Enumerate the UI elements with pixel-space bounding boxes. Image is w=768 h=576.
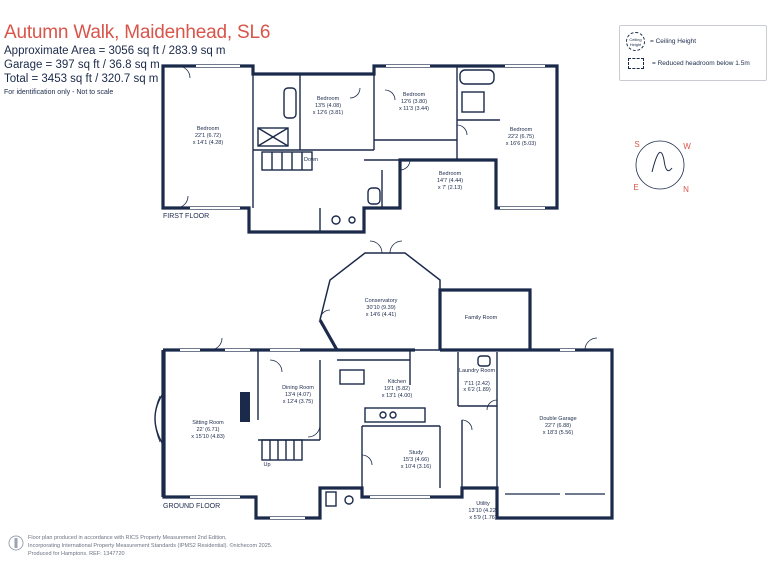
room-study: Study 15'3 (4.66) x 10'4 (3.16) [401,450,432,470]
ceiling-height-icon: Ceiling Height [626,32,645,51]
svg-text:x 12'6 (3.81): x 12'6 (3.81) [313,110,344,116]
page-title: Autumn Walk, Maidenhead, SL6 [4,22,271,43]
svg-text:Study: Study [409,450,423,456]
footer: Floor plan produced in accordance with R… [28,534,388,558]
reduced-headroom-icon [628,58,644,69]
room-sitting-room: Sitting Room 22' (6.71) x 15'10 (4.83) [191,420,225,440]
monogram-icon [651,151,673,173]
svg-text:13'10 (4.22): 13'10 (4.22) [468,508,497,514]
room-bedroom-4: Bedroom 22'2 (6.75) x 16'6 (5.03) [506,127,537,147]
svg-text:Bedroom: Bedroom [197,126,220,132]
svg-text:x 15'10 (4.83): x 15'10 (4.83) [191,434,225,440]
svg-text:7'11 (2.42): 7'11 (2.42) [464,381,490,387]
room-bedroom-3: Bedroom 12'6 (3.80) x 11'3 (3.44) [399,92,429,112]
stairs-down-label: Down [304,157,318,163]
first-floor-label: FIRST FLOOR [163,213,209,220]
compass-letter-e: E [633,183,638,192]
room-bedroom-2: Bedroom 13'5 (4.08) x 12'6 (3.81) [313,96,344,116]
svg-text:Kitchen: Kitchen [388,379,406,385]
svg-text:x 6'2 (1.89): x 6'2 (1.89) [463,387,491,393]
svg-text:Laundry Room: Laundry Room [459,368,495,374]
room-bedroom-1: Bedroom 22'1 (6.72) x 14'1 (4.28) [193,126,224,146]
room-utility: Utility 13'10 (4.22) x 5'9 (1.76) [468,501,497,521]
legend-ceiling-row: Ceiling Height = Ceiling Height [626,32,696,51]
svg-text:22'7 (6.88): 22'7 (6.88) [545,423,571,429]
room-kitchen: Kitchen 19'1 (5.82) x 13'1 (4.00) [382,379,413,399]
room-dining-room: Dining Room 13'4 (4.07) x 12'4 (3.75) [282,385,314,405]
svg-text:x 10'4 (3.16): x 10'4 (3.16) [401,464,432,470]
svg-text:x 5'9 (1.76): x 5'9 (1.76) [469,515,497,521]
svg-text:Dining Room: Dining Room [282,385,314,391]
svg-text:19'1 (5.82): 19'1 (5.82) [384,386,410,392]
compass-letter-s: S [634,140,639,149]
legend-reduced-label: = Reduced headroom below 1.5m [652,60,750,67]
room-laundry-room: Laundry Room 7'11 (2.42) x 6'2 (1.89) [459,368,495,393]
footer-line-1: Floor plan produced in accordance with R… [28,535,227,541]
svg-text:x 13'1 (4.00): x 13'1 (4.00) [382,393,413,399]
svg-text:13'4 (4.07): 13'4 (4.07) [285,392,311,398]
svg-text:12'6 (3.80): 12'6 (3.80) [401,99,427,105]
svg-text:15'3 (4.66): 15'3 (4.66) [403,457,429,463]
approximate-area: Approximate Area = 3056 sq ft / 283.9 sq… [4,45,226,57]
legend-reduced-row: = Reduced headroom below 1.5m [626,58,750,69]
conservatory-outline [319,252,441,321]
room-bedroom-5: Bedroom 14'7 (4.44) x 7' (2.13) [437,171,463,191]
svg-text:Utility: Utility [476,501,490,507]
room-conservatory: Conservatory 30'10 (9.39) x 14'6 (4.41) [365,298,398,318]
svg-text:22' (6.71): 22' (6.71) [196,427,219,433]
total-area: Total = 3453 sq ft / 320.7 sq m [4,73,159,85]
garage-area: Garage = 397 sq ft / 36.8 sq m [4,59,160,71]
svg-text:x 7' (2.13): x 7' (2.13) [438,185,462,191]
svg-text:22'2 (6.75): 22'2 (6.75) [508,134,534,140]
room-family-room: Family Room [465,315,498,321]
footer-line-2: Incorporating International Property Mea… [28,543,273,549]
compass-letter-w: W [683,142,691,151]
fireplace [240,392,250,422]
rics-logo-icon [8,535,24,551]
svg-text:Bedroom: Bedroom [510,127,533,133]
svg-text:Conservatory: Conservatory [365,298,398,304]
ground-floor-label: GROUND FLOOR [163,503,220,510]
svg-text:22'1 (6.72): 22'1 (6.72) [195,133,221,139]
svg-text:x 12'4 (3.75): x 12'4 (3.75) [283,399,314,405]
first-floor-outline [161,64,559,234]
svg-text:x 14'6 (4.41): x 14'6 (4.41) [366,312,397,318]
legend-ceiling-label: = Ceiling Height [650,38,697,45]
compass-logo: S W E N [633,140,691,194]
footer-line-3: Produced for Hamptons. REF: 1347720 [28,551,125,557]
svg-text:x 16'6 (5.03): x 16'6 (5.03) [506,141,537,147]
svg-text:Sitting Room: Sitting Room [192,420,224,426]
svg-text:x 11'3 (3.44): x 11'3 (3.44) [399,106,429,112]
compass-letter-n: N [683,185,689,194]
svg-text:Double Garage: Double Garage [539,416,576,422]
scale-note: For identification only - Not to scale [4,89,114,96]
svg-text:Bedroom: Bedroom [403,92,426,98]
svg-text:x 14'1 (4.28): x 14'1 (4.28) [193,140,224,146]
svg-text:13'5 (4.08): 13'5 (4.08) [315,103,341,109]
stairs-up-label: Up [263,462,270,468]
room-double-garage: Double Garage 22'7 (6.88) x 18'3 (5.56) [539,416,576,436]
svg-text:14'7 (4.44): 14'7 (4.44) [437,178,463,184]
svg-text:x 18'3 (5.56): x 18'3 (5.56) [543,430,574,436]
svg-text:Bedroom: Bedroom [439,171,462,177]
legend-box: Ceiling Height = Ceiling Height = Reduce… [619,25,767,81]
svg-text:30'10 (9.39): 30'10 (9.39) [366,305,395,311]
svg-text:Bedroom: Bedroom [317,96,340,102]
svg-text:Family Room: Family Room [465,315,498,321]
